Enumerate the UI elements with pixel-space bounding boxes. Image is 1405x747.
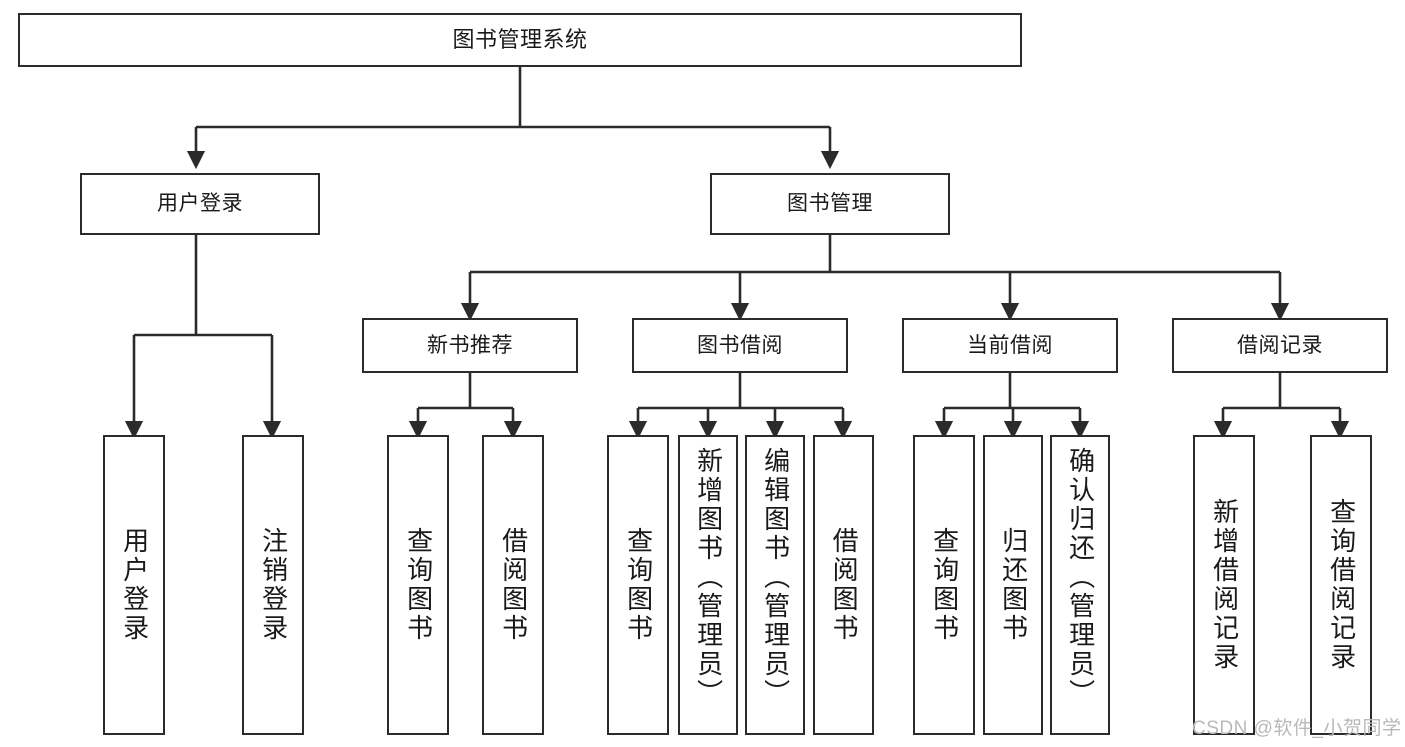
leaf-current-borrow-confirm-return[interactable]: 确认归还（管理员） — [1050, 435, 1110, 735]
node-label: 借阅图书 — [829, 527, 860, 643]
node-label: 用户登录 — [119, 527, 150, 643]
node-label: 用户登录 — [157, 192, 243, 216]
node-label: 归还图书 — [998, 527, 1029, 643]
node-label: 借阅图书 — [498, 527, 529, 643]
node-new-book-recommend[interactable]: 新书推荐 — [362, 318, 578, 373]
node-book-borrow[interactable]: 图书借阅 — [632, 318, 848, 373]
csdn-watermark: CSDN @软件_小贺同学 — [1192, 718, 1402, 739]
node-label: 查询图书 — [623, 527, 654, 643]
node-borrow-record[interactable]: 借阅记录 — [1172, 318, 1388, 373]
node-label: 编辑图书（管理员） — [760, 447, 791, 708]
node-current-borrow[interactable]: 当前借阅 — [902, 318, 1118, 373]
node-label: 查询图书 — [929, 527, 960, 643]
node-label: 图书借阅 — [697, 333, 783, 357]
node-root-system[interactable]: 图书管理系统 — [18, 13, 1022, 67]
leaf-current-borrow-query[interactable]: 查询图书 — [913, 435, 975, 735]
node-label: 查询图书 — [403, 527, 434, 643]
leaf-user-login-login[interactable]: 用户登录 — [103, 435, 165, 735]
node-label: 查询借阅记录 — [1326, 498, 1357, 672]
node-label: 新增图书（管理员） — [693, 447, 724, 708]
node-label: 图书管理系统 — [452, 26, 588, 52]
leaf-book-borrow-edit[interactable]: 编辑图书（管理员） — [745, 435, 805, 735]
node-label: 新增借阅记录 — [1209, 498, 1240, 672]
node-label: 新书推荐 — [427, 333, 513, 357]
leaf-current-borrow-return[interactable]: 归还图书 — [983, 435, 1043, 735]
leaf-new-book-query[interactable]: 查询图书 — [387, 435, 449, 735]
node-label: 确认归还（管理员） — [1065, 447, 1096, 708]
leaf-book-borrow-borrow[interactable]: 借阅图书 — [813, 435, 874, 735]
leaf-user-login-logout[interactable]: 注销登录 — [242, 435, 304, 735]
leaf-book-borrow-add[interactable]: 新增图书（管理员） — [678, 435, 738, 735]
node-user-login[interactable]: 用户登录 — [80, 173, 320, 235]
node-label: 注销登录 — [258, 527, 289, 643]
node-label: 图书管理 — [787, 192, 873, 216]
node-label: 当前借阅 — [967, 333, 1053, 357]
leaf-new-book-borrow[interactable]: 借阅图书 — [482, 435, 544, 735]
leaf-book-borrow-query[interactable]: 查询图书 — [607, 435, 669, 735]
leaf-borrow-record-query[interactable]: 查询借阅记录 — [1310, 435, 1372, 735]
node-book-management[interactable]: 图书管理 — [710, 173, 950, 235]
node-label: 借阅记录 — [1237, 333, 1323, 357]
leaf-borrow-record-add[interactable]: 新增借阅记录 — [1193, 435, 1255, 735]
